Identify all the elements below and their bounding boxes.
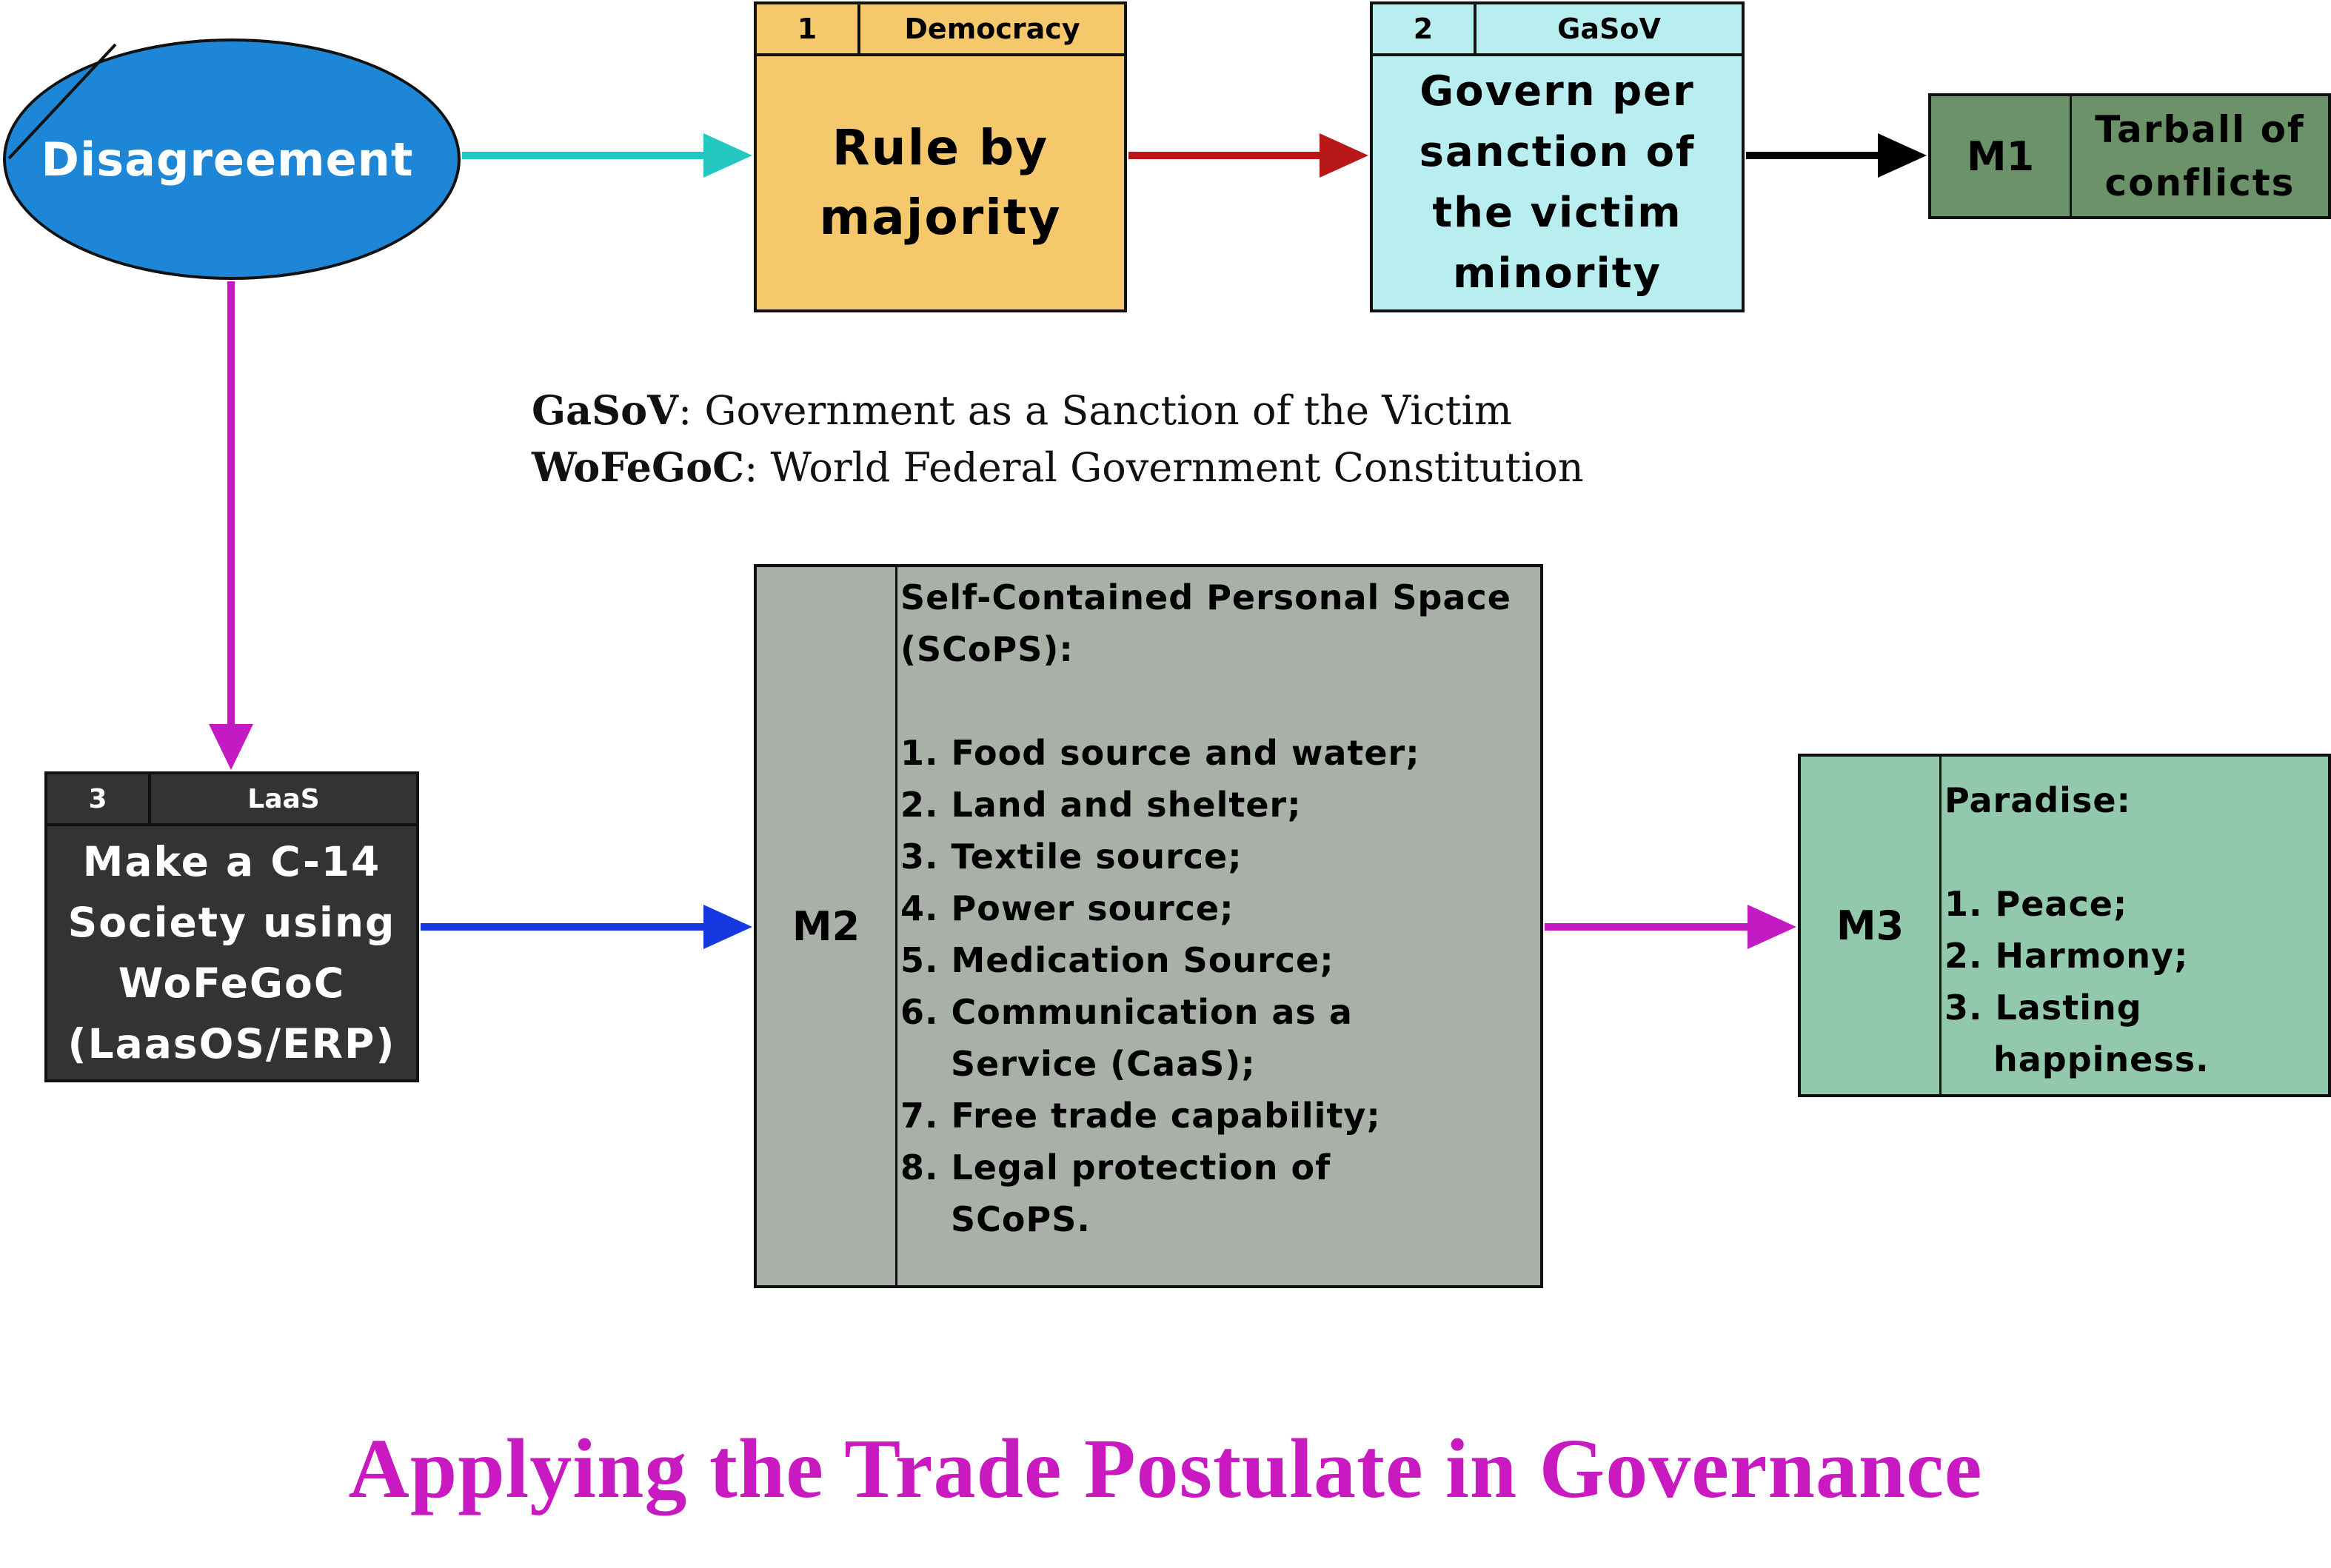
m3-label: M3 bbox=[1801, 757, 1942, 1094]
legend-definition: : Government as a Sanction of the Victim bbox=[678, 387, 1512, 434]
box-number: 2 bbox=[1373, 4, 1476, 53]
legend-row: GaSoV: Government as a Sanction of the V… bbox=[532, 382, 1584, 439]
list-item: 2. Land and shelter; bbox=[900, 785, 1302, 825]
list-item-cont: SCoPS. bbox=[951, 1199, 1091, 1239]
paradise-list: Paradise: 1. Peace; 2. Harmony; 3. Lasti… bbox=[1944, 774, 2325, 1085]
m3-box: M3 Paradise: 1. Peace; 2. Harmony; 3. La… bbox=[1798, 754, 2331, 1097]
list-item: 4. Power source; bbox=[900, 888, 1234, 928]
box-tag: GaSoV bbox=[1557, 13, 1661, 45]
list-item: 6. Communication as a bbox=[900, 992, 1353, 1032]
m2-box: M2 Self-Contained Personal Space (SCoPS)… bbox=[754, 564, 1543, 1288]
box-tag: Democracy bbox=[904, 13, 1080, 45]
list-item: 2. Harmony; bbox=[1944, 936, 2189, 976]
arrowhead-blue bbox=[703, 905, 752, 949]
m1-label: M1 bbox=[1931, 96, 2072, 216]
list-item-cont: happiness. bbox=[1993, 1039, 2210, 1079]
arrowhead-black bbox=[1878, 133, 1927, 178]
gasov-box-header: 2 GaSoV bbox=[1373, 4, 1742, 56]
legend-abbr: WoFeGoC bbox=[532, 443, 745, 491]
arrowhead-magenta-down bbox=[209, 724, 253, 770]
m1-box: M1 Tarball of conflicts bbox=[1928, 93, 2331, 219]
ellipse-fold-line bbox=[7, 43, 117, 160]
paradise-heading: Paradise: bbox=[1944, 780, 2131, 820]
democracy-box-text: Rule by majority bbox=[819, 119, 1062, 246]
disagreement-label: Disagreement bbox=[41, 132, 414, 187]
box-tag: LaaS bbox=[247, 783, 320, 814]
box-number: 1 bbox=[757, 4, 860, 53]
laas-box: 3 LaaS Make a C-14 Society using WoFeGoC… bbox=[44, 771, 419, 1082]
box-number: 3 bbox=[47, 774, 151, 823]
legend-abbr: GaSoV bbox=[532, 386, 679, 434]
list-item: 7. Free trade capability; bbox=[900, 1096, 1381, 1136]
m1-text: Tarball of conflicts bbox=[2095, 108, 2305, 204]
arrowhead-magenta-right bbox=[1748, 905, 1796, 949]
diagram-title: Applying the Trade Postulate in Governan… bbox=[348, 1421, 1983, 1515]
legend-definition: : World Federal Government Constitution bbox=[744, 444, 1584, 491]
list-item: 1. Food source and water; bbox=[900, 733, 1420, 773]
abbreviation-legend: GaSoV: Government as a Sanction of the V… bbox=[532, 382, 1584, 496]
laas-box-header: 3 LaaS bbox=[47, 774, 416, 826]
list-item: 5. Medication Source; bbox=[900, 940, 1334, 980]
democracy-box-header: 1 Democracy bbox=[757, 4, 1124, 56]
list-item: 8. Legal protection of bbox=[900, 1147, 1331, 1187]
scops-heading-cont: (SCoPS): bbox=[900, 629, 1074, 669]
list-item-cont: Service (CaaS); bbox=[951, 1044, 1256, 1084]
disagreement-node: Disagreement bbox=[3, 38, 461, 280]
scops-heading: Self-Contained Personal Space bbox=[900, 577, 1511, 617]
list-item: 1. Peace; bbox=[1944, 884, 2128, 924]
arrowhead-red bbox=[1320, 133, 1368, 178]
list-item: 3. Textile source; bbox=[900, 837, 1243, 877]
legend-row: WoFeGoC: World Federal Government Consti… bbox=[532, 439, 1584, 496]
m2-label: M2 bbox=[757, 567, 897, 1285]
democracy-box: 1 Democracy Rule by majority bbox=[754, 1, 1127, 312]
laas-box-text: Make a C-14 Society using WoFeGoC (LaasO… bbox=[67, 838, 396, 1068]
scops-list: Self-Contained Personal Space (SCoPS): 1… bbox=[900, 572, 1537, 1245]
list-item: 3. Lasting bbox=[1944, 988, 2142, 1028]
arrowhead-teal bbox=[703, 133, 752, 178]
gasov-box-text: Govern per sanction of the victim minori… bbox=[1419, 67, 1696, 298]
gasov-box: 2 GaSoV Govern per sanction of the victi… bbox=[1370, 1, 1745, 312]
